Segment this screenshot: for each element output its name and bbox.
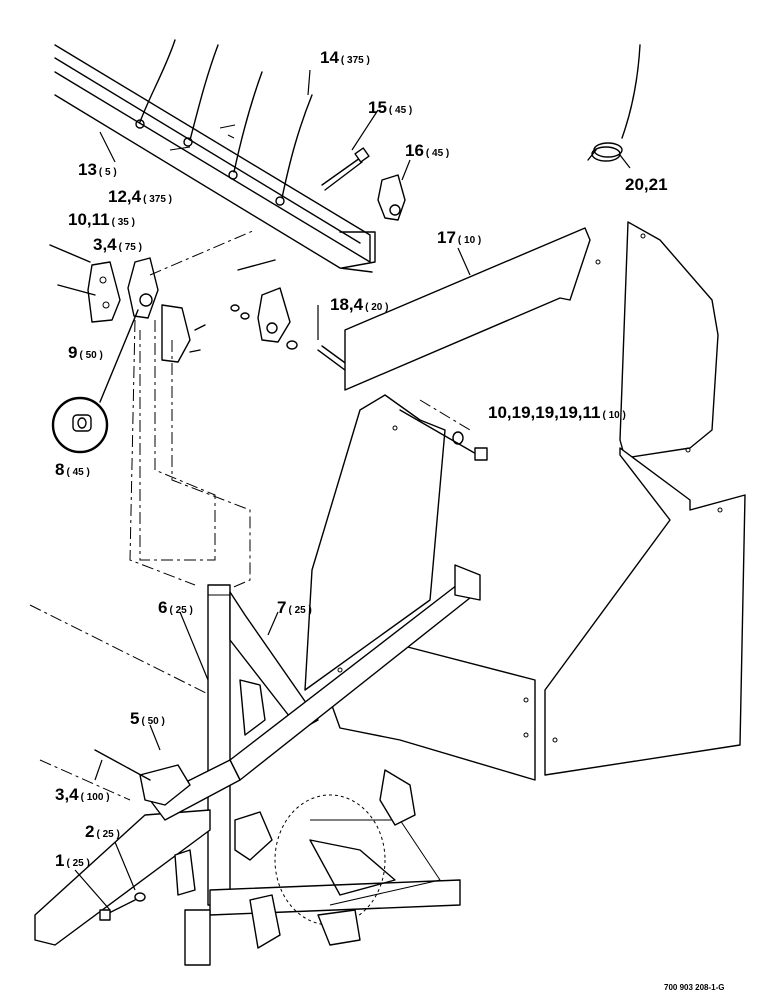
callout-16: 16( 45 ) [405,141,449,160]
callout-14: 14( 375 ) [320,48,370,67]
tine-1 [135,39,176,129]
bracket-9 [87,261,121,323]
bolts-10-11 [49,244,206,353]
drum-outline [274,794,441,926]
washers-bolt-18-4 [230,259,349,371]
callout-9: 9( 50 ) [68,343,103,362]
side-panel-left [304,394,446,691]
callout-13: 13( 5 ) [78,160,117,179]
callout-labels: 14( 375 ) 15( 45 ) 16( 45 ) 13( 5 ) 12,4… [55,48,668,870]
callout-6: 6( 25 ) [158,598,193,617]
side-panel-lower-right [544,447,746,776]
tine-4 [275,94,313,206]
callout-18-4: 18,4( 20 ) [330,295,388,314]
bolts-lower [94,749,151,921]
callout-5: 5( 50 ) [130,709,165,728]
bolt-15 [321,147,370,191]
callout-10-19-19-19-11: 10,19,19,19,11( 10 ) [488,403,626,422]
callout-3-4-top: 3,4( 75 ) [93,235,142,254]
leader-lines [74,69,631,911]
reel-bar-assembly [54,39,376,273]
callout-20-21: 20,21 [625,175,668,194]
callout-8: 8( 45 ) [55,460,90,479]
bolt-10-19-11 [399,409,488,461]
bracket-5 [139,679,416,949]
callout-1: 1( 25 ) [55,851,90,870]
bushing-8-detail [51,309,139,454]
frame-post-6 [207,584,231,906]
side-panel-17 [344,221,719,459]
drawing-code: 700 903 208-1-G [664,983,725,992]
bracket-3-4 [127,257,191,363]
callout-15: 15( 45 ) [368,98,412,117]
callout-17: 17( 10 ) [437,228,481,247]
tine-2 [183,44,219,147]
callout-7: 7( 25 ) [277,598,312,617]
bracket-16 [377,174,406,221]
tine-3 [228,71,263,180]
callout-3-4-bottom: 3,4( 100 ) [55,785,110,804]
projection-lines [29,229,471,801]
callout-2: 2( 25 ) [85,822,120,841]
callout-12-4: 12,4( 375 ) [108,187,172,206]
bracket-center [257,287,291,343]
tine-spring-20-21 [587,44,641,162]
callout-10-11-top: 10,11( 35 ) [68,210,135,229]
